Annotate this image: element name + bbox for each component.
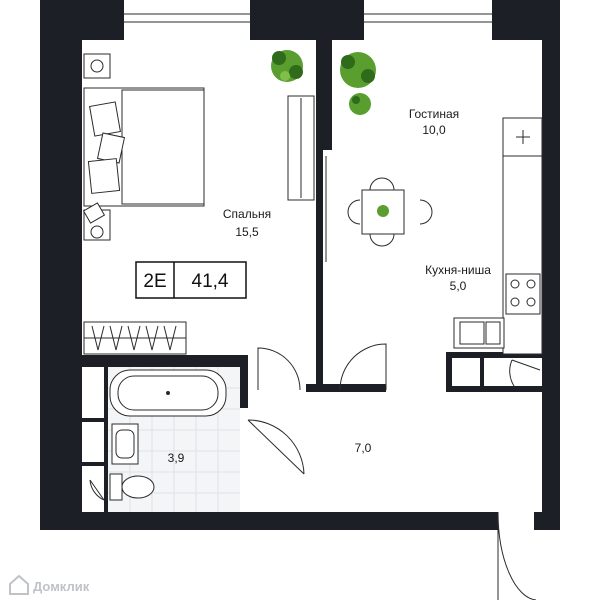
apartment-total-area: 41,4 [192, 271, 229, 292]
bathroom [108, 367, 240, 512]
nightstand-top [83, 53, 111, 79]
walls [40, 0, 560, 530]
watermark: Домклик [9, 574, 90, 595]
room-labels: Спальня 15,5 Гостиная 10,0 Кухня-ниша 5,… [168, 107, 492, 465]
room-area-bath: 3,9 [168, 451, 185, 465]
stove [505, 273, 541, 315]
room-area-living: 10,0 [422, 123, 446, 137]
kitchen-counter [502, 117, 543, 355]
windows [124, 4, 492, 40]
room-area-bedroom: 15,5 [235, 225, 259, 239]
dining-table [347, 177, 433, 247]
plant-icon [340, 52, 376, 88]
plant-icon [349, 93, 371, 115]
bedroom-furniture [82, 50, 315, 355]
room-area-hall: 7,0 [355, 441, 372, 455]
room-name-bedroom: Спальня [223, 207, 271, 221]
apartment-badge: 2Е 41,4 [135, 261, 247, 299]
room-name-kitchen: Кухня-ниша [425, 263, 491, 277]
apartment-type-code: 2Е [143, 271, 166, 292]
toilet [109, 473, 123, 501]
room-area-kitchen: 5,0 [450, 279, 467, 293]
living-furniture [325, 52, 433, 262]
room-name-living: Гостиная [409, 107, 459, 121]
doors [89, 343, 541, 600]
plant-icon [271, 50, 303, 82]
watermark-text: Домклик [33, 579, 90, 594]
domclick-logo-icon [9, 574, 29, 595]
kitchen-furniture [453, 117, 543, 355]
